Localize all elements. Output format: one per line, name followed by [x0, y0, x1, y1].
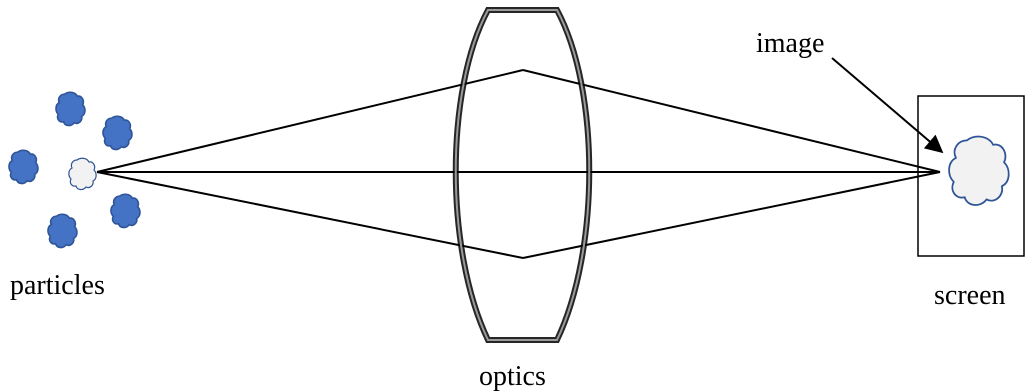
particles-label: particles	[10, 270, 105, 301]
particle-cloud-icon	[110, 193, 141, 229]
particle-cloud-icon	[47, 213, 78, 249]
particle-cloud-icon	[102, 115, 133, 151]
source-particle-cloud-icon	[68, 157, 97, 191]
rays	[96, 69, 941, 259]
particles-cluster	[8, 91, 141, 249]
particle-cloud-icon	[55, 91, 86, 127]
ray-upper-in	[96, 69, 524, 173]
ray-lower-out	[522, 171, 941, 259]
screen-frame	[917, 95, 1025, 257]
ray-upper-out	[522, 69, 941, 173]
lens	[452, 7, 593, 343]
image-label: image	[756, 28, 824, 59]
image-cloud-icon	[947, 135, 1011, 207]
screen-label: screen	[934, 280, 1006, 311]
image-arrow	[831, 57, 944, 154]
optics-label: optics	[479, 361, 546, 391]
particle-cloud-icon	[8, 149, 39, 185]
ray-lower-in	[96, 171, 524, 259]
